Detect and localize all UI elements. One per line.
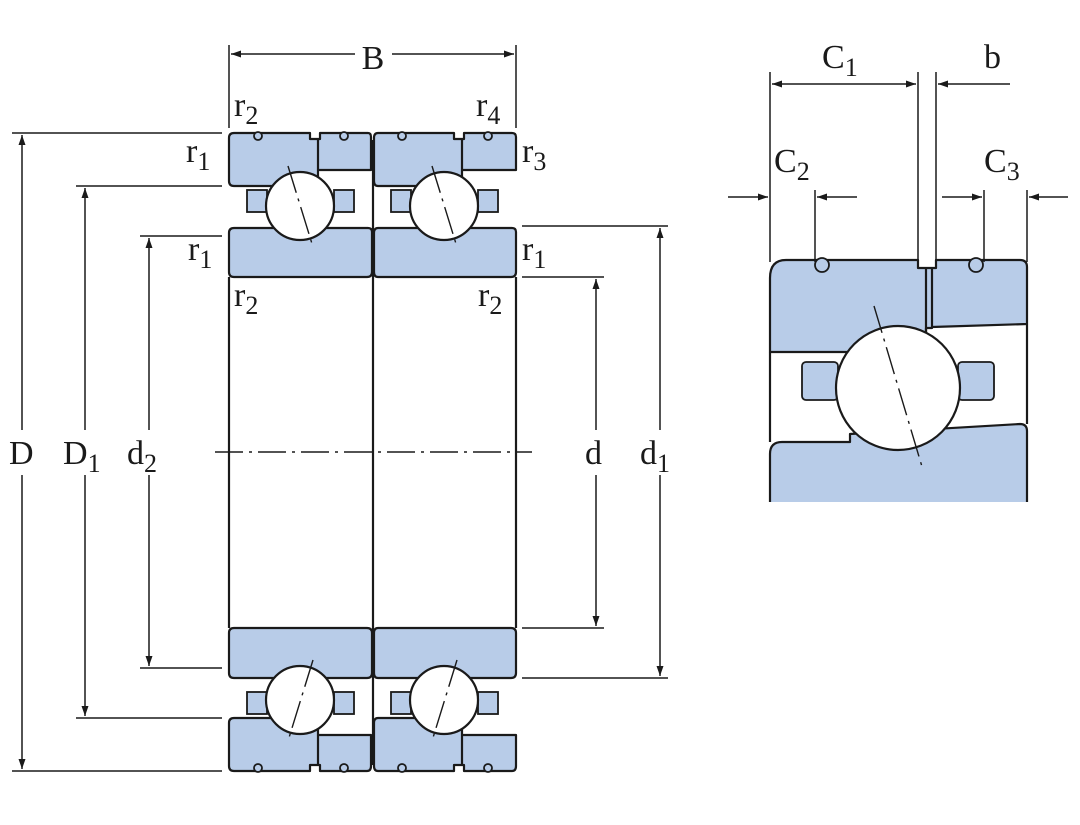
cage-left (246, 691, 268, 715)
lube-hole (253, 763, 263, 773)
label-D1: D1 (63, 435, 101, 478)
label-d: d (585, 435, 602, 472)
ball (408, 170, 480, 242)
outer-ring (372, 131, 518, 188)
lube-hole (483, 763, 493, 773)
outer-ring (227, 716, 373, 773)
dimension-lines (12, 45, 668, 772)
inner-ring (227, 226, 374, 279)
labels: B r2 r4 r1 r3 r1 r1 r2 r2 D D1 d2 d d1 C… (9, 39, 1020, 478)
label-r4: r4 (476, 87, 500, 130)
ball (264, 664, 336, 736)
cage-right-detail (957, 361, 995, 401)
inner-ring (372, 626, 518, 680)
cage-left (390, 691, 412, 715)
inner-ring (227, 626, 374, 680)
label-B: B (362, 40, 385, 77)
cage-left (390, 189, 412, 213)
label-r1-mid-left: r1 (188, 231, 212, 274)
lube-hole (339, 131, 349, 141)
ball (264, 170, 336, 242)
label-d2: d2 (127, 435, 157, 478)
cage-left-detail (801, 361, 839, 401)
lube-hole (339, 763, 349, 773)
lube-hole-detail (968, 257, 984, 273)
label-C3: C3 (984, 143, 1020, 186)
contact-line (431, 659, 458, 742)
contact-line (287, 165, 314, 248)
lube-hole (483, 131, 493, 141)
inner-ring (372, 226, 518, 279)
cage-left (246, 189, 268, 213)
lube-hole-detail (814, 257, 830, 273)
cage-right (333, 691, 355, 715)
cage-right (333, 189, 355, 213)
ball (408, 664, 480, 736)
label-r2-top: r2 (234, 87, 258, 130)
lube-hole (253, 131, 263, 141)
label-C2: C2 (774, 143, 810, 186)
label-d1: d1 (640, 435, 670, 478)
top-right-bearing (372, 131, 518, 279)
ball-detail (834, 324, 962, 452)
contact-line (287, 659, 314, 742)
label-r3: r3 (522, 133, 546, 176)
lube-hole (397, 131, 407, 141)
contact-line (431, 165, 458, 248)
bottom-right-bearing (372, 626, 518, 773)
label-b: b (984, 39, 1001, 76)
label-r2-mid-right: r2 (478, 277, 502, 320)
outer-ring (227, 131, 373, 188)
label-r1-top: r1 (186, 133, 210, 176)
inner-ring-detail (768, 422, 1029, 502)
label-r2-mid-left: r2 (234, 277, 258, 320)
outer-ring (372, 716, 518, 773)
label-D: D (9, 435, 34, 472)
cage-right (477, 189, 499, 213)
bottom-left-bearing (227, 626, 374, 773)
cage-right (477, 691, 499, 715)
groove-detail-view (728, 72, 1068, 502)
label-C1: C1 (822, 39, 858, 82)
top-left-bearing (227, 131, 374, 279)
bearing-pair-section (215, 131, 532, 773)
contact-line-detail (873, 305, 924, 471)
label-r1-mid-right: r1 (522, 231, 546, 274)
lube-hole (397, 763, 407, 773)
